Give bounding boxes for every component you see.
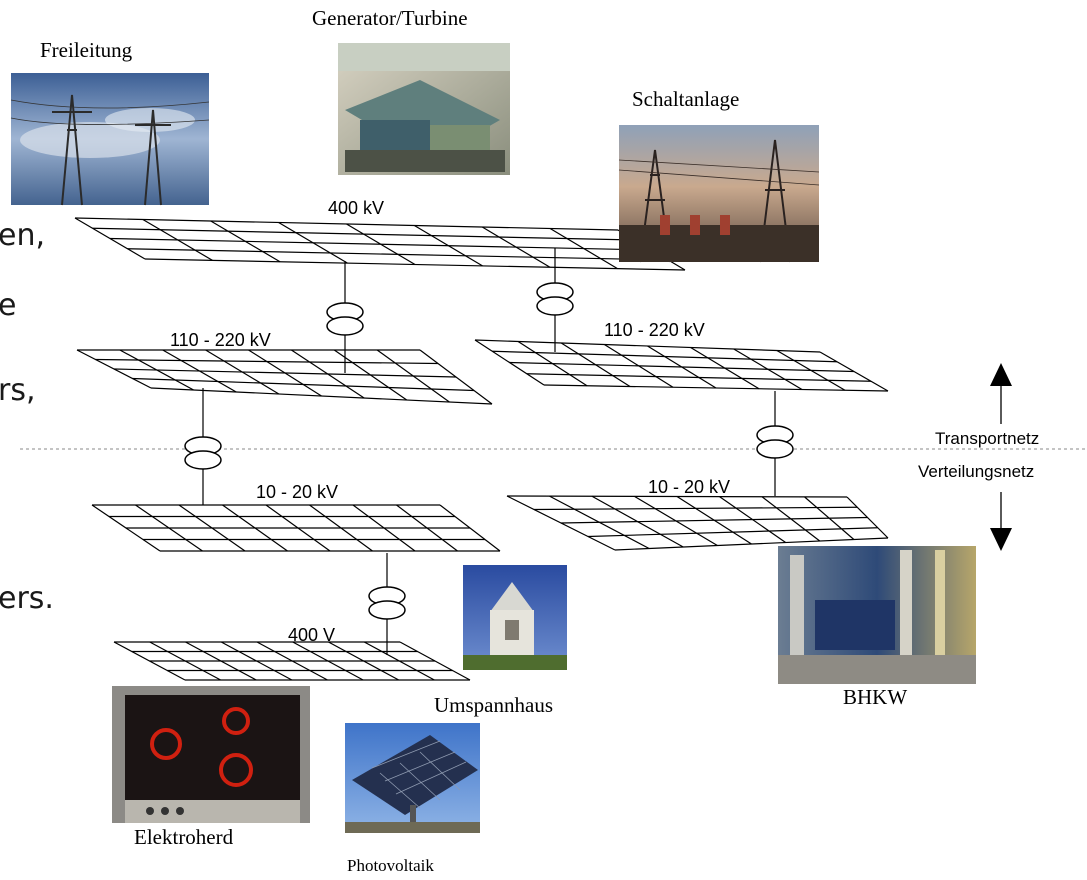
label-110-220kv-right: 110 - 220 kV xyxy=(604,320,705,340)
caption-generator-turbine: Generator/Turbine xyxy=(312,6,468,30)
arrow-up-icon xyxy=(990,363,1012,386)
caption-freileitung: Freileitung xyxy=(40,38,133,62)
photo-photovoltaik: Photovoltaik xyxy=(345,723,480,875)
transformer-400-110-right xyxy=(536,282,574,316)
clipped-text-line-3: rs, xyxy=(0,373,36,408)
clipped-slide-text: en, e rs, ers. xyxy=(0,218,54,616)
transformer-110-10-right xyxy=(756,425,794,459)
zone-indicator: Transportnetz Verteilungsnetz xyxy=(918,363,1039,551)
label-400v: 400 V xyxy=(288,625,335,645)
photo-umspannhaus: Umspannhaus xyxy=(434,565,567,717)
clipped-text-line-1: en, xyxy=(0,218,45,253)
grid-110-220kv-left xyxy=(76,349,493,405)
photo-elektroherd: Elektroherd xyxy=(112,686,310,849)
label-transportnetz: Transportnetz xyxy=(935,429,1039,448)
arrow-down-icon xyxy=(990,528,1012,551)
grid-110-220kv-right xyxy=(474,339,889,392)
caption-elektroherd: Elektroherd xyxy=(134,825,234,849)
photo-freileitung: Freileitung xyxy=(10,38,210,206)
label-110-220kv-left: 110 - 220 kV xyxy=(170,330,271,350)
label-10-20kv-left: 10 - 20 kV xyxy=(256,482,338,502)
grid-10-20kv-right xyxy=(506,495,889,551)
caption-umspannhaus: Umspannhaus xyxy=(434,693,553,717)
grid-10-20kv-left xyxy=(91,504,501,552)
grid-400v xyxy=(113,641,471,681)
caption-bhkw: BHKW xyxy=(843,685,907,709)
transformer-400-110-left xyxy=(326,302,364,336)
photo-schaltanlage: Schaltanlage xyxy=(618,87,820,263)
label-verteilungsnetz: Verteilungsnetz xyxy=(918,462,1034,481)
caption-schaltanlage: Schaltanlage xyxy=(632,87,739,111)
clipped-text-line-2: e xyxy=(0,288,16,323)
photo-bhkw: BHKW xyxy=(778,546,976,709)
caption-photovoltaik: Photovoltaik xyxy=(347,856,434,875)
transformer-10kv-400v xyxy=(368,586,406,620)
photo-generator-turbine: Generator/Turbine xyxy=(312,6,510,175)
transformer-110-10-left xyxy=(184,436,222,470)
label-10-20kv-right: 10 - 20 kV xyxy=(648,477,730,497)
grid-400kv xyxy=(74,217,686,271)
clipped-text-line-4: ers. xyxy=(0,581,54,616)
label-400kv: 400 kV xyxy=(328,198,384,218)
